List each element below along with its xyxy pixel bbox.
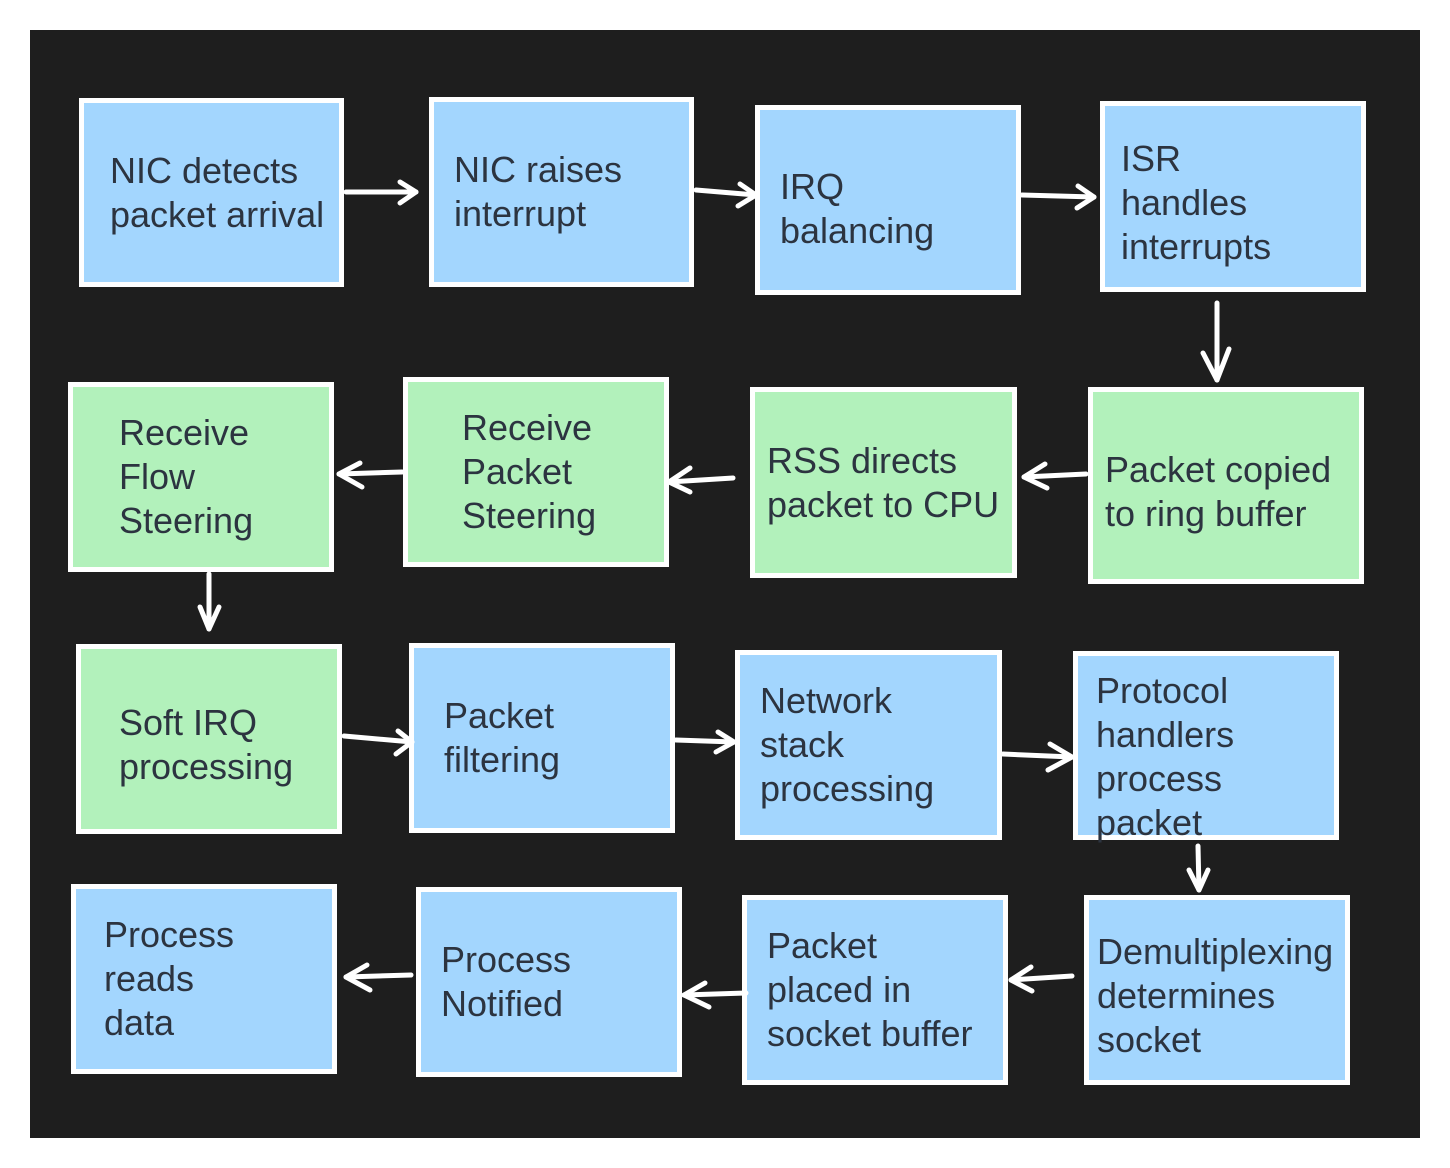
node-protocol-handlers-process-packet: Protocol handlers process packet	[1073, 651, 1339, 843]
node-demultiplexing-determines-socket: Demultiplexing determines socket	[1084, 895, 1350, 1085]
node-packet-filtering: Packet filtering	[409, 643, 675, 833]
node-process-reads-data: Process reads data	[71, 884, 337, 1074]
node-isr-handles-interrupts: ISR handles interrupts	[1100, 101, 1366, 292]
node-receive-flow-steering: Receive Flow Steering	[68, 382, 334, 572]
node-soft-irq-processing: Soft IRQ processing	[76, 644, 342, 834]
node-packet-copied-to-ring-buffer: Packet copied to ring buffer	[1088, 387, 1364, 584]
node-process-notified: Process Notified	[416, 887, 682, 1077]
node-packet-placed-in-socket-buffer: Packet placed in socket buffer	[742, 895, 1008, 1085]
node-nic-detects-packet-arrival: NIC detects packet arrival	[79, 98, 344, 287]
node-rss-directs-packet-to-cpu: RSS directs packet to CPU	[750, 387, 1017, 578]
node-receive-packet-steering: Receive Packet Steering	[403, 377, 669, 567]
node-network-stack-processing: Network stack processing	[735, 650, 1002, 840]
node-irq-balancing: IRQ balancing	[755, 105, 1021, 295]
node-nic-raises-interrupt: NIC raises interrupt	[429, 97, 694, 287]
